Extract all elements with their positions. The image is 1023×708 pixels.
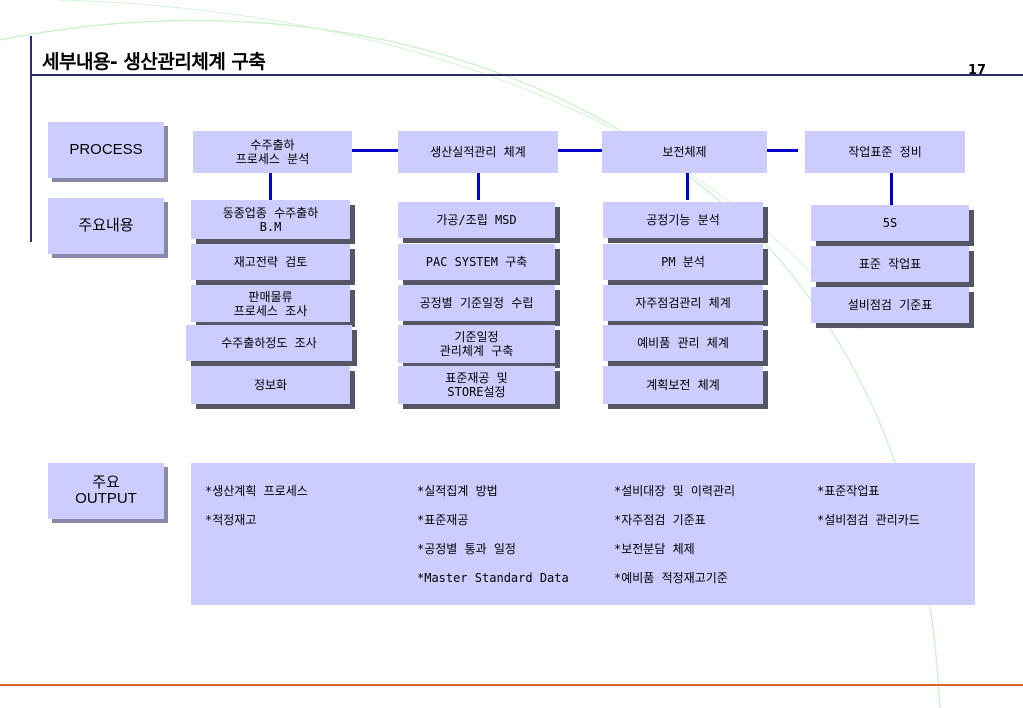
title-rule	[30, 74, 1023, 76]
output-col-2: *실적집계 방법 *표준재공 *공정별 통과 일정 *Master Standa…	[417, 477, 569, 593]
output-item: *실적집계 방법	[417, 484, 498, 498]
label-process: PROCESS	[48, 122, 164, 178]
output-col-1: *생산계획 프로세스 *적정재고	[205, 477, 308, 535]
item-c1-4: 수주출하정도 조사	[186, 325, 352, 361]
title-left-bar	[30, 36, 32, 242]
item-c1-2: 재고전략 검토	[191, 244, 350, 280]
item-c3-5: 계획보전 체계	[603, 366, 763, 404]
item-c2-3: 공정별 기준일정 수립	[398, 285, 555, 321]
item-c4-3: 설비점검 기준표	[811, 287, 969, 323]
item-c2-4: 기준일정 관리체계 구축	[398, 325, 555, 363]
label-output: 주요 OUTPUT	[48, 463, 164, 519]
page-title: 세부내용- 생산관리체계 구축	[42, 51, 266, 73]
connector-col-4	[890, 173, 893, 205]
process-box-4: 작업표준 정비	[805, 131, 965, 173]
process-box-1: 수주출하 프로세스 분석	[193, 131, 352, 173]
item-c1-1: 동종업종 수주출하 B.M	[191, 200, 350, 239]
item-c4-2: 표준 작업표	[811, 246, 969, 282]
output-item: *보전분담 체제	[614, 542, 695, 556]
item-c2-2: PAC SYSTEM 구축	[398, 244, 555, 280]
output-item: *설비대장 및 이력관리	[614, 484, 736, 498]
item-c3-4: 예비품 관리 체계	[603, 325, 763, 361]
output-item: *설비점검 관리카드	[817, 513, 920, 527]
process-connector	[352, 149, 798, 152]
connector-col-1	[269, 173, 272, 200]
output-item: *생산계획 프로세스	[205, 484, 308, 498]
item-c3-1: 공정기능 분석	[603, 202, 763, 238]
output-panel: *생산계획 프로세스 *적정재고 *실적집계 방법 *표준재공 *공정별 통과 …	[191, 463, 975, 605]
item-c1-5: 정보화	[191, 366, 350, 404]
output-item: *적정재고	[205, 513, 257, 527]
process-box-2: 생산실적관리 체계	[398, 131, 558, 173]
output-item: *표준작업표	[817, 484, 880, 498]
item-c4-1: 5S	[811, 205, 969, 241]
output-col-4: *표준작업표 *설비점검 관리카드	[817, 477, 920, 535]
process-box-3: 보전체제	[602, 131, 767, 173]
item-c3-2: PM 분석	[603, 244, 763, 280]
output-item: *자주점검 기준표	[614, 513, 706, 527]
item-c2-5: 표준재공 및 STORE설정	[398, 366, 555, 404]
connector-col-2	[477, 173, 480, 200]
output-item: *Master Standard Data	[417, 571, 569, 585]
item-c3-3: 자주점검관리 체계	[603, 285, 763, 321]
output-item: *공정별 통과 일정	[417, 542, 516, 556]
output-item: *표준재공	[417, 513, 469, 527]
item-c1-3: 판매물류 프로세스 조사	[191, 285, 350, 322]
item-c2-1: 가공/조립 MSD	[398, 202, 555, 238]
connector-col-3	[686, 173, 689, 200]
output-col-3: *설비대장 및 이력관리 *자주점검 기준표 *보전분담 체제 *예비품 적정재…	[614, 477, 735, 593]
label-content: 주요내용	[48, 198, 164, 254]
output-item: *예비품 적정재고기준	[614, 571, 728, 585]
bottom-rule	[0, 684, 1023, 686]
